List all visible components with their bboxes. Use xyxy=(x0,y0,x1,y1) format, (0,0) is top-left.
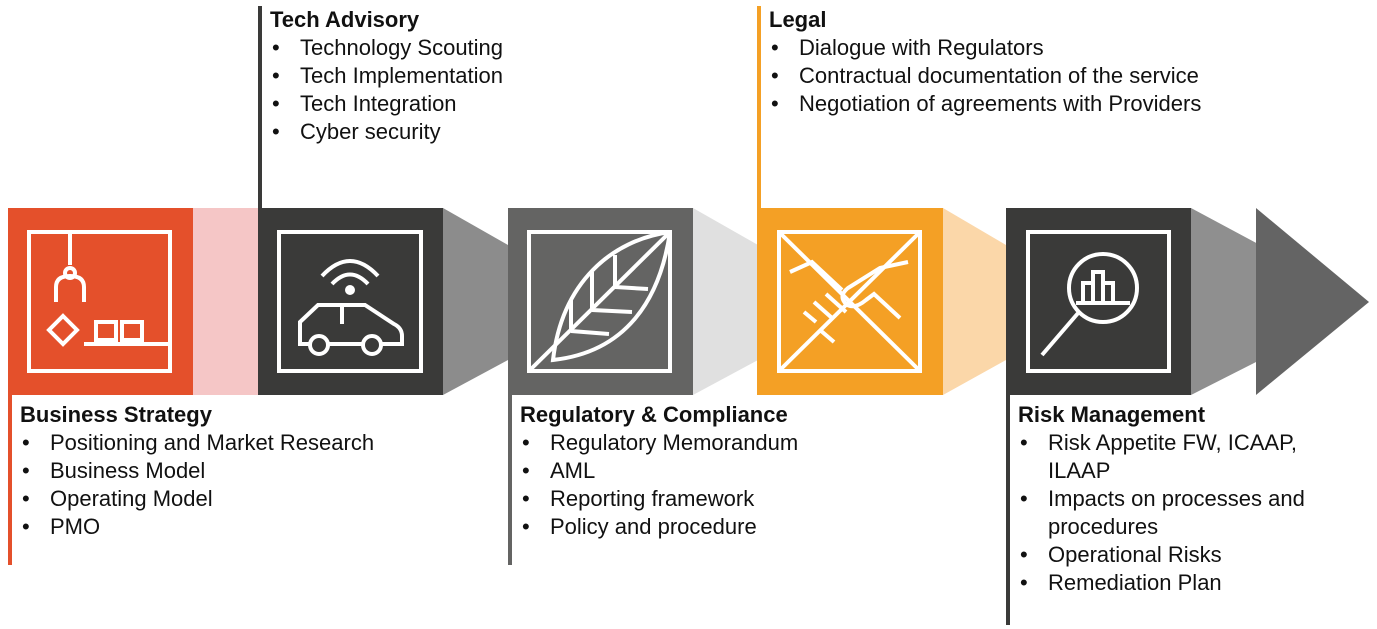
list-item: Risk Appetite FW, ICAAP, ILAAP xyxy=(1018,429,1306,485)
connector-3 xyxy=(693,208,758,395)
legal-bar xyxy=(757,6,761,210)
tech-advisory-list: Technology Scouting Tech Implementation … xyxy=(270,34,578,146)
list-item: Business Model xyxy=(20,457,468,485)
regulatory-list: Regulatory Memorandum AML Reporting fram… xyxy=(520,429,888,541)
business-strategy-title: Business Strategy xyxy=(20,402,212,427)
business-strategy-list: Positioning and Market Research Business… xyxy=(20,429,468,541)
list-item: Negotiation of agreements with Providers xyxy=(769,90,1317,118)
list-item: Dialogue with Regulators xyxy=(769,34,1317,62)
end-arrow xyxy=(1256,208,1369,395)
factory-robot-arm-icon xyxy=(27,230,172,373)
risk-management-section: Risk Management Risk Appetite FW, ICAAP,… xyxy=(1006,395,1306,625)
list-item: Tech Integration xyxy=(270,90,578,118)
list-item: Policy and procedure xyxy=(520,513,888,541)
connected-car-icon xyxy=(277,230,423,373)
step-box-business-strategy xyxy=(8,208,193,395)
regulatory-bar xyxy=(508,395,512,565)
step-box-tech-advisory xyxy=(258,208,443,395)
list-item: AML xyxy=(520,457,888,485)
regulatory-title: Regulatory & Compliance xyxy=(520,402,788,427)
list-item: Operating Model xyxy=(20,485,468,513)
risk-management-bar xyxy=(1006,395,1010,625)
list-item: Positioning and Market Research xyxy=(20,429,468,457)
list-item: Technology Scouting xyxy=(270,34,578,62)
tech-advisory-title: Tech Advisory xyxy=(270,7,420,32)
list-item: PMO xyxy=(20,513,468,541)
risk-management-title: Risk Management xyxy=(1018,402,1206,427)
magnifier-chart-icon xyxy=(1026,230,1171,373)
list-item: Cyber security xyxy=(270,118,578,146)
legal-list: Dialogue with Regulators Contractual doc… xyxy=(769,34,1317,118)
legal-section: Legal Dialogue with Regulators Contractu… xyxy=(757,6,1317,210)
business-strategy-section: Business Strategy Positioning and Market… xyxy=(8,395,468,565)
connector-5 xyxy=(1191,208,1260,395)
tech-advisory-bar xyxy=(258,6,262,210)
risk-management-list: Risk Appetite FW, ICAAP, ILAAP Impacts o… xyxy=(1018,429,1306,597)
regulatory-section: Regulatory & Compliance Regulatory Memor… xyxy=(508,395,888,565)
connector-4 xyxy=(943,208,1006,395)
list-item: Impacts on processes and procedures xyxy=(1018,485,1306,541)
list-item: Tech Implementation xyxy=(270,62,578,90)
list-item: Contractual documentation of the service xyxy=(769,62,1317,90)
legal-title: Legal xyxy=(769,7,827,32)
list-item: Operational Risks xyxy=(1018,541,1306,569)
list-item: Remediation Plan xyxy=(1018,569,1306,597)
list-item: Reporting framework xyxy=(520,485,888,513)
connector-2 xyxy=(443,208,508,395)
handshake-icon xyxy=(777,230,922,373)
list-item: Regulatory Memorandum xyxy=(520,429,888,457)
leaf-icon xyxy=(527,230,672,373)
connector-1 xyxy=(193,208,268,395)
business-strategy-bar xyxy=(8,395,12,565)
tech-advisory-section: Tech Advisory Technology Scouting Tech I… xyxy=(258,6,578,210)
